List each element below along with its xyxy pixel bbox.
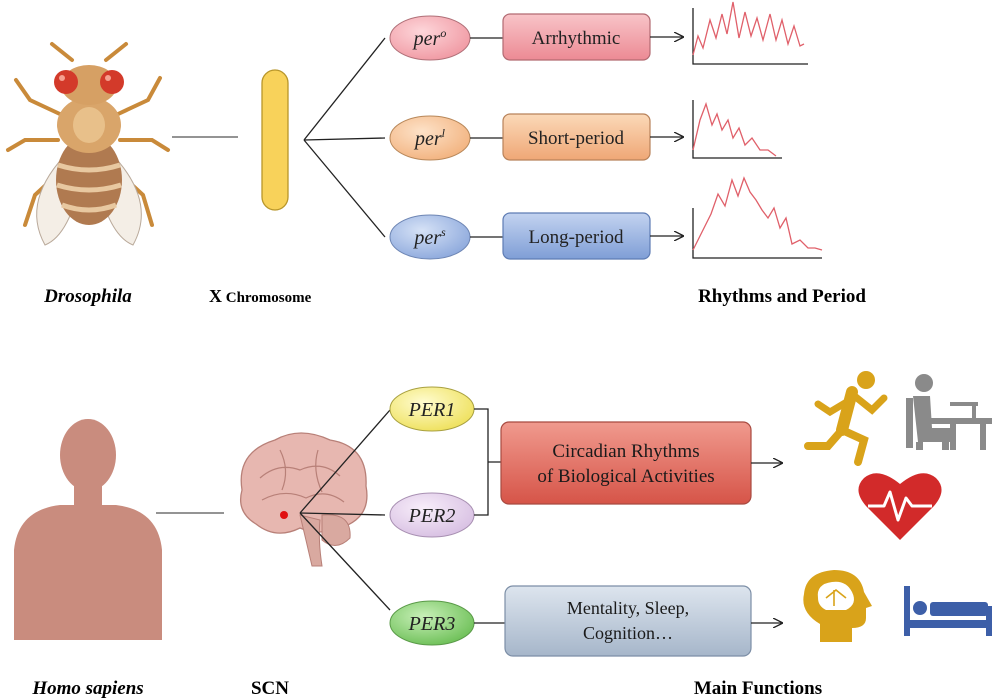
gene-per3: PER3 (389, 600, 475, 646)
chromosome-label-x: X (209, 286, 222, 306)
allele-per-l-base: per (413, 128, 442, 150)
allele-per-s-base: per (412, 227, 441, 249)
svg-text:perl: perl (413, 126, 446, 150)
phenotype-long-label: Long-period (529, 227, 624, 248)
allele-per-l: perl (389, 115, 471, 161)
rhythms-label: Rhythms and Period (698, 286, 866, 307)
svg-text:pero: pero (412, 26, 447, 50)
main-functions-label: Main Functions (694, 678, 822, 698)
desk-worker-icon (906, 374, 992, 450)
phenotype-arrhythmic-label: Arrhythmic (532, 28, 621, 49)
x-chromosome (261, 69, 289, 211)
brain-head-icon (803, 570, 872, 642)
phenotype-box-short: Short-period (502, 113, 651, 161)
gene-per1-label: PER1 (408, 399, 456, 421)
allele-per-s: pers (389, 214, 471, 260)
drosophila-icon (6, 42, 170, 246)
mentality-box: Mentality, Sleep, Cognition… (504, 585, 752, 657)
running-person-icon (804, 371, 888, 466)
scn-dot (280, 511, 288, 519)
mentality-line1: Mentality, Sleep, (567, 598, 689, 618)
brain-fan-lines (299, 409, 391, 611)
phenotype-box-arrhythmic: Arrhythmic (502, 13, 651, 61)
allele-per-o-base: per (412, 28, 441, 50)
graph-long-period (692, 176, 823, 259)
graph-short-period (692, 100, 782, 159)
drosophila-label: Drosophila (43, 286, 132, 307)
mentality-line2: Cognition… (583, 623, 673, 643)
gene-per3-label: PER3 (408, 613, 456, 635)
circadian-line1: Circadian Rhythms (552, 441, 699, 462)
bed-icon (904, 586, 992, 636)
allele-per-o: pero (389, 15, 471, 61)
brain-icon (239, 432, 368, 567)
svg-text:pers: pers (412, 225, 446, 249)
phenotype-box-long: Long-period (502, 212, 651, 260)
per1-per2-bracket (474, 408, 501, 516)
gene-per1: PER1 (389, 386, 475, 432)
gene-per2-label: PER2 (408, 505, 456, 527)
circadian-line2: of Biological Activities (537, 466, 714, 487)
allele-per-l-sup: l (442, 126, 446, 140)
human-silhouette-icon (14, 419, 162, 640)
chromosome-label: X Chromosome (209, 286, 312, 306)
chromosome-fan-lines (303, 37, 386, 238)
homo-sapiens-label: Homo sapiens (31, 678, 143, 698)
allele-per-o-sup: o (440, 26, 446, 40)
scn-label: SCN (251, 678, 289, 698)
phenotype-short-label: Short-period (528, 128, 625, 149)
circadian-rhythms-box: Circadian Rhythms of Biological Activiti… (500, 421, 752, 505)
allele-per-s-sup: s (441, 225, 446, 239)
chromosome-label-rest: Chromosome (222, 290, 312, 306)
gene-per2: PER2 (389, 492, 475, 538)
heart-pulse-icon (858, 473, 942, 540)
graph-arrhythmic (692, 1, 808, 65)
